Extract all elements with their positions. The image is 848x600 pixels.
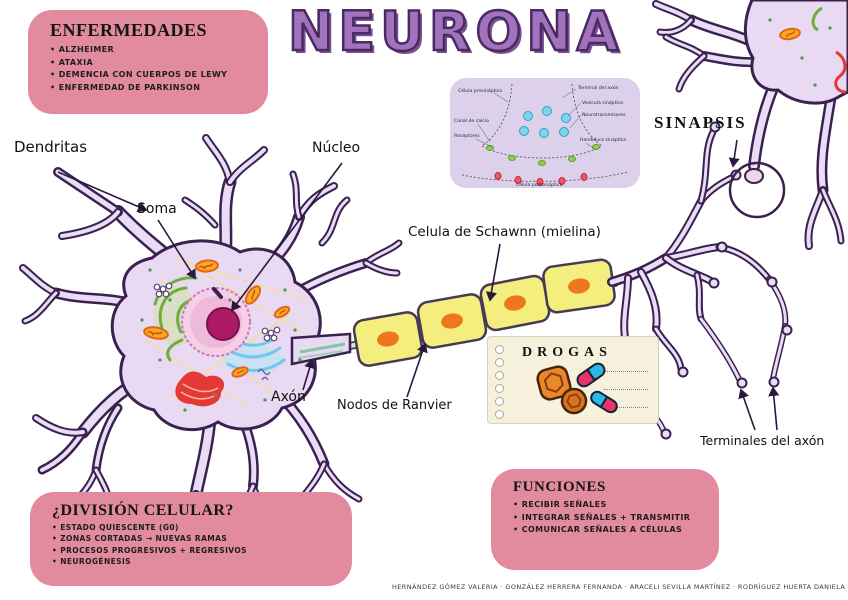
disease-item: DEMENCIA CON CUERPOS DE LEWY	[50, 70, 254, 79]
tablet-icon	[560, 387, 588, 415]
mitochondria	[143, 259, 291, 378]
synaptic-vesicles	[519, 106, 571, 138]
disease-item: ENFERMEDAD DE PARKINSON	[50, 83, 254, 92]
nucleolus	[206, 307, 240, 341]
inset-label-calcium: Canal de calcio	[454, 118, 489, 124]
division-item: NEUROGÉNESIS	[52, 557, 338, 566]
note-line	[604, 407, 648, 408]
terminales-arrow-1	[738, 388, 756, 431]
label-soma: Soma	[137, 201, 177, 217]
division-title: ¿DIVISIÓN CELULAR?	[52, 502, 234, 519]
label-ranvier: Nodos de Ranvier	[337, 398, 452, 413]
capsule-icon	[590, 390, 618, 414]
synapse-inset: Célula presináptica Terminal del axón Ve…	[450, 78, 640, 188]
division-item: PROCESOS PROGRESIVOS + REGRESIVOS	[52, 546, 338, 555]
funciones-list: RECIBIR SEÑALES INTEGRAR SEÑALES + TRANS…	[505, 500, 705, 534]
synapse-diagram: Célula presináptica Terminal del axón Ve…	[454, 83, 629, 188]
label-axon: Axón	[271, 389, 306, 405]
inset-label-receptors: Receptores	[454, 133, 480, 139]
capsule-icon	[576, 362, 606, 388]
schwann-arrow	[485, 243, 501, 302]
drogas-box: DROGAS	[487, 336, 659, 424]
axon-terminals	[603, 121, 793, 440]
label-nucleo: Núcleo	[312, 140, 361, 156]
note-line	[604, 371, 648, 372]
inset-label-cleft: Hendidura sináptica	[580, 136, 626, 143]
terminales-arrow-2	[768, 386, 780, 431]
enfermedades-title: ENFERMEDADES	[50, 20, 208, 40]
funciones-box: FUNCIONES RECIBIR SEÑALES INTEGRAR SEÑAL…	[491, 469, 719, 570]
synapse-pad	[744, 168, 764, 184]
dna-squiggles	[257, 368, 271, 381]
funcion-item: INTEGRAR SEÑALES + TRANSMITIR	[513, 513, 705, 522]
second-neuron	[656, 0, 848, 246]
disease-item: ALZHEIMER	[50, 45, 254, 54]
pills-illustration	[536, 362, 618, 415]
receptors	[494, 172, 588, 186]
tablet-icon	[536, 365, 572, 401]
page-title: NEURONA	[287, 0, 624, 64]
division-item: ZONAS CORTADAS → NUEVAS RAMAS	[52, 534, 338, 543]
soma-arrow	[157, 219, 196, 280]
axon-start	[299, 342, 346, 354]
inset-label-terminal: Terminal del axón	[577, 84, 619, 91]
label-dendritas: Dendritas	[14, 138, 88, 156]
funcion-item: RECIBIR SEÑALES	[513, 500, 705, 509]
sinapsis-circle	[728, 161, 786, 219]
calcium-channels	[486, 144, 600, 166]
granules	[140, 268, 302, 412]
division-box: ¿DIVISIÓN CELULAR? ESTADO QUIESCENTE (G0…	[30, 492, 352, 586]
dendritas-arrow	[57, 171, 148, 212]
label-terminales: Terminales del axón	[700, 433, 825, 448]
myelin-sheath	[352, 258, 616, 367]
funcion-item: COMUNICAR SEÑALES A CÉLULAS	[513, 525, 705, 534]
enfermedades-box: ENFERMEDADES ALZHEIMER ATAXIA DEMENCIA C…	[28, 10, 268, 114]
note-line	[604, 389, 648, 390]
inset-label-neurotransmitters: Neurotransmisores	[582, 112, 626, 118]
enfermedades-list: ALZHEIMER ATAXIA DEMENCIA CON CUERPOS DE…	[42, 45, 254, 92]
drogas-title: DROGAS	[522, 345, 612, 360]
disease-item: ATAXIA	[50, 58, 254, 67]
annotation-arrows	[57, 139, 780, 431]
nucleus	[181, 287, 251, 357]
label-sinapsis: SINAPSIS	[654, 113, 747, 132]
ribosome-clusters	[153, 282, 281, 342]
credits-line: HERNÁNDEZ GÓMEZ VALERIA · GONZÁLEZ HERRE…	[392, 583, 846, 591]
inset-label-presynaptic: Célula presináptica	[458, 87, 502, 94]
label-schwann: Celula de Schawnn (mielina)	[408, 224, 601, 240]
ranvier-arrow	[406, 342, 428, 398]
inset-label-vesicle: Vesícula sináptica	[582, 99, 623, 106]
sinapsis-arrow	[728, 139, 740, 168]
inset-label-postsynaptic: Célula postsináptica	[516, 181, 563, 188]
division-item: ESTADO QUIESCENTE (G0)	[52, 523, 338, 532]
axon-arrow	[302, 358, 316, 391]
funciones-title: FUNCIONES	[513, 479, 606, 495]
nucleo-arrow	[231, 162, 343, 312]
division-list: ESTADO QUIESCENTE (G0) ZONAS CORTADAS → …	[44, 523, 338, 567]
